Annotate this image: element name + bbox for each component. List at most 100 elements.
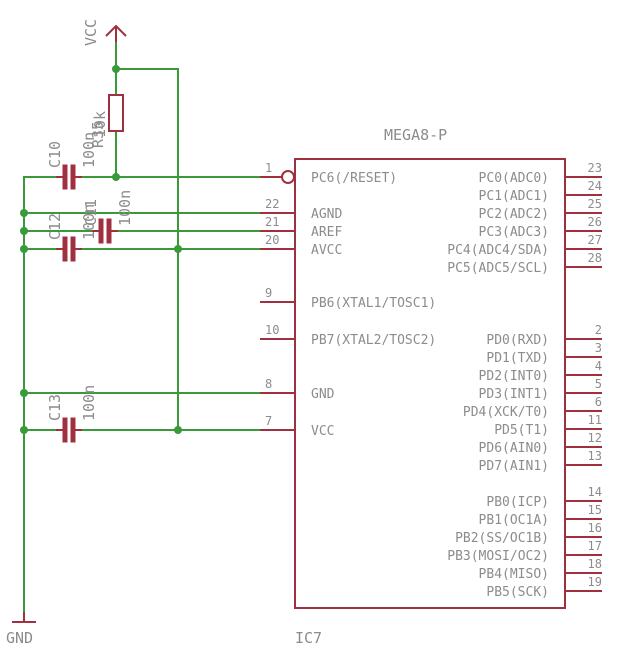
pin-name: AVCC [311, 243, 342, 258]
c10-value: 100n [80, 132, 98, 168]
pin-number: 9 [265, 286, 272, 300]
pin-number: 27 [588, 233, 602, 247]
pin-number: 21 [265, 215, 279, 229]
pin-number: 19 [588, 575, 602, 589]
ic-name: MEGA8-P [384, 126, 447, 144]
pin-name: PC6(/RESET) [311, 171, 397, 186]
pin-name: PD0(RXD) [486, 333, 549, 348]
pin-name: PB7(XTAL2/TOSC2) [311, 333, 436, 348]
pin-name: PD5(T1) [494, 423, 549, 438]
reset-inversion-bubble [281, 170, 295, 184]
junction-dot [174, 426, 182, 434]
junction-dot [112, 173, 120, 181]
pin-name: PB6(XTAL1/TOSC1) [311, 296, 436, 311]
pin-name: PB1(OC1A) [479, 513, 549, 528]
junction-dot [20, 426, 28, 434]
pin-number: 1 [265, 161, 272, 175]
capacitor-c10: C10 100n [46, 132, 98, 190]
resistor-r35: R35 10k [89, 94, 124, 148]
r35-ref: R35 [89, 121, 107, 148]
pin-number: 2 [595, 323, 602, 337]
pin-name: PC3(ADC3) [479, 225, 549, 240]
vcc-label: VCC [82, 19, 100, 46]
pin-number: 15 [588, 503, 602, 517]
vcc-supply-symbol: VCC [82, 19, 127, 46]
junctions [20, 65, 182, 434]
capacitor-c13: C13 100n [46, 385, 98, 443]
pin-name: GND [311, 387, 335, 402]
ic-body [294, 158, 566, 609]
pin-name: PB5(SCK) [486, 585, 549, 600]
pin-number: 26 [588, 215, 602, 229]
pin-number: 24 [588, 179, 602, 193]
junction-dot [20, 245, 28, 253]
c13-value: 100n [80, 385, 98, 421]
c11-value: 100n [116, 190, 134, 226]
pin-number: 18 [588, 557, 602, 571]
pin-name: PD7(AIN1) [479, 459, 549, 474]
pin-name: PB4(MISO) [479, 567, 549, 582]
pin-number: 8 [265, 377, 272, 391]
pin-number: 4 [595, 359, 602, 373]
pin-number: 7 [265, 414, 272, 428]
pin-name: PC5(ADC5/SCL) [447, 261, 549, 276]
pin-name: PD3(INT1) [479, 387, 549, 402]
pin-number: 11 [588, 413, 602, 427]
junction-dot [20, 389, 28, 397]
capacitor-c11: C11 100n [82, 190, 134, 244]
c10-ref: C10 [46, 141, 64, 168]
pin-name: VCC [311, 424, 334, 439]
ic-ref: IC7 [295, 629, 322, 647]
junction-dot [20, 209, 28, 217]
pin-name: PD2(INT0) [479, 369, 549, 384]
c11-ref: C11 [82, 199, 100, 226]
capacitor-c12: C12 100n [46, 204, 98, 262]
c12-ref: C12 [46, 213, 64, 240]
c13-ref: C13 [46, 394, 64, 421]
pin-name: PC1(ADC1) [479, 189, 549, 204]
pin-name: PB3(MOSI/OC2) [447, 549, 549, 564]
pin-number: 28 [588, 251, 602, 265]
pin-name: PD4(XCK/T0) [463, 405, 549, 420]
pin-number: 17 [588, 539, 602, 553]
r35-value: 10k [91, 111, 109, 138]
pin-name: PC4(ADC4/SDA) [447, 243, 549, 258]
ic-right-pins: 23PC0(ADC0)24PC1(ADC1)25PC2(ADC2)26PC3(A… [447, 161, 602, 600]
pin-number: 6 [595, 395, 602, 409]
pin-number: 23 [588, 161, 602, 175]
pin-name: PD6(AIN0) [479, 441, 549, 456]
gnd-symbol: GND [6, 612, 36, 647]
pin-number: 13 [588, 449, 602, 463]
pin-name: PC2(ADC2) [479, 207, 549, 222]
pin-number: 10 [265, 323, 279, 337]
